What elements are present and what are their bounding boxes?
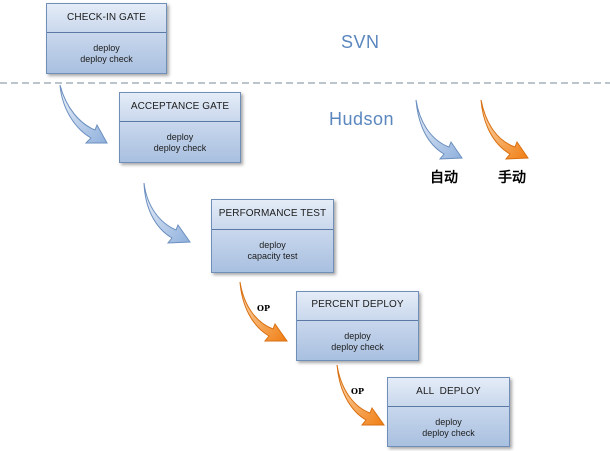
stage-title: ALL DEPLOY [416, 386, 481, 397]
stage-box-percent-deploy: PERCENT DEPLOY deploy deploy check [296, 291, 419, 361]
stage-divider [212, 229, 333, 230]
stage-box-acceptance-gate: ACCEPTANCE GATE deploy deploy check [119, 92, 241, 163]
stage-title: PERFORMANCE TEST [218, 208, 327, 219]
legend-auto-label: 自动 [430, 170, 458, 186]
svn-zone-label: SVN [341, 32, 380, 52]
transition-op-label: OP [351, 386, 364, 396]
stage-box-checkin-gate: CHECK-IN GATE deploy deploy check [46, 3, 167, 74]
stage-task: deploy check [80, 54, 133, 64]
stage-task: capacity test [247, 251, 298, 261]
stage-tasks: deploy deploy check [47, 43, 166, 65]
stage-title: CHECK-IN GATE [67, 12, 146, 23]
stage-title: ACCEPTANCE GATE [130, 101, 230, 112]
hudson-zone-label: Hudson [329, 109, 395, 129]
stage-divider [388, 406, 509, 407]
stage-task: deploy check [331, 342, 384, 352]
transition-arrow-checkin-to-acceptance [59, 84, 108, 144]
stage-tasks: deploy capacity test [212, 240, 333, 262]
stage-divider [297, 320, 418, 321]
legend-manual-arrow [480, 99, 529, 160]
transition-op-label: OP [257, 303, 270, 313]
stage-task: deploy [435, 417, 462, 427]
legend-manual-label: 手动 [498, 170, 526, 186]
stage-divider [120, 121, 240, 122]
legend-auto-arrow [415, 99, 463, 160]
stage-task: deploy [344, 331, 371, 341]
stage-box-performance-test: PERFORMANCE TEST deploy capacity test [211, 199, 334, 273]
stage-box-all-deploy: ALL DEPLOY deploy deploy check [387, 377, 510, 447]
transition-arrow-acceptance-to-performance [143, 182, 191, 244]
transition-arrow-performance-to-percent [239, 281, 288, 342]
stage-tasks: deploy deploy check [297, 331, 418, 353]
stage-task: deploy check [422, 428, 475, 438]
stage-title: PERCENT DEPLOY [311, 299, 404, 310]
stage-divider [47, 32, 166, 33]
stage-task: deploy [93, 43, 120, 53]
stage-tasks: deploy deploy check [120, 132, 240, 154]
stage-task: deploy [166, 132, 194, 142]
transition-arrow-percent-to-all [336, 364, 385, 426]
stage-tasks: deploy deploy check [388, 417, 509, 439]
stage-task: deploy check [153, 143, 207, 153]
stage-task: deploy [259, 240, 286, 250]
